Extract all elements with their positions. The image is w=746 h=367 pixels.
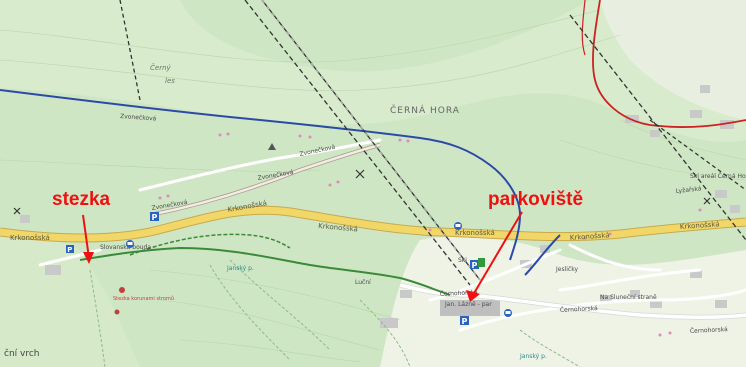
red-trail	[592, 0, 746, 128]
mountain-label: ČERNÁ HORA	[390, 104, 460, 116]
poi-label: Jesličky	[555, 266, 578, 273]
street-label: Luční	[355, 279, 371, 286]
info-icon[interactable]	[478, 258, 485, 267]
zvoneckova-road	[149, 143, 381, 217]
poi-label: Stezka korunami stromů	[113, 295, 174, 302]
crossed-hammers-icon	[13, 169, 711, 215]
parking-icon[interactable]: P	[460, 316, 469, 326]
contour-lines	[0, 9, 746, 363]
annotation-trail: stezka	[52, 189, 111, 210]
street-label: Zvonečková	[120, 113, 157, 123]
bus-stop-icon[interactable]	[504, 309, 512, 317]
street-label: Krkonošská	[455, 229, 495, 237]
street-label: Krkonošská	[570, 231, 610, 242]
area-label: Černý	[150, 63, 172, 72]
parking-icon[interactable]: P	[470, 260, 479, 270]
meadow-area	[0, 234, 140, 367]
meadow-area	[0, 0, 746, 142]
ski-slope-markers	[158, 132, 702, 337]
street-label: Jan. Lázně - par	[444, 301, 492, 308]
forest-paths	[89, 259, 581, 367]
poi-label: Ski	[458, 257, 467, 264]
street-label: Černohorská	[440, 289, 478, 298]
peak-icon	[268, 143, 276, 150]
poi-marker-icon	[114, 309, 120, 315]
poi-label: Na Sluneční straně	[600, 294, 657, 301]
annotation-arrow	[472, 211, 523, 296]
green-trail	[79, 246, 451, 296]
street-label: Černohorská	[560, 305, 598, 314]
poi-label: Ski areál Černá Ho	[690, 173, 746, 180]
stream-label: Janský p.	[519, 353, 547, 360]
street-label: Krkonošská	[10, 234, 50, 242]
svg-text:P: P	[472, 261, 478, 270]
green-trail-dashed	[129, 233, 291, 256]
annotation-arrowhead	[83, 252, 94, 264]
place-label: ční vrch	[4, 348, 40, 359]
blue-trail	[524, 234, 561, 276]
street-label: Krkonošská	[680, 220, 720, 231]
svg-text:P: P	[152, 213, 158, 222]
annotation-parking: parkoviště	[488, 189, 583, 210]
svg-text:P: P	[462, 317, 468, 326]
red-trail	[581, 0, 586, 56]
annotation-arrow	[82, 214, 90, 259]
annotation-arrowhead	[466, 290, 480, 302]
poi-label: Slovanská bouda	[100, 244, 151, 251]
area-label: les	[165, 77, 175, 85]
ski-lifts	[119, 0, 746, 286]
street-label: Krkonošská	[318, 222, 358, 233]
bus-stop-icon[interactable]	[126, 240, 134, 248]
poi-marker-icon	[119, 287, 125, 293]
cernohorska-road	[399, 283, 746, 319]
street-label: Lyžařská	[675, 185, 702, 195]
stream-label: Janský p.	[226, 265, 254, 272]
bus-stop-icon[interactable]	[454, 222, 462, 230]
street-label: Černohorská	[690, 326, 728, 335]
svg-text:P: P	[67, 246, 72, 254]
parking-icon[interactable]: P	[150, 212, 159, 222]
krkonosska-road	[0, 206, 746, 242]
parking-icon[interactable]: P	[66, 245, 74, 254]
